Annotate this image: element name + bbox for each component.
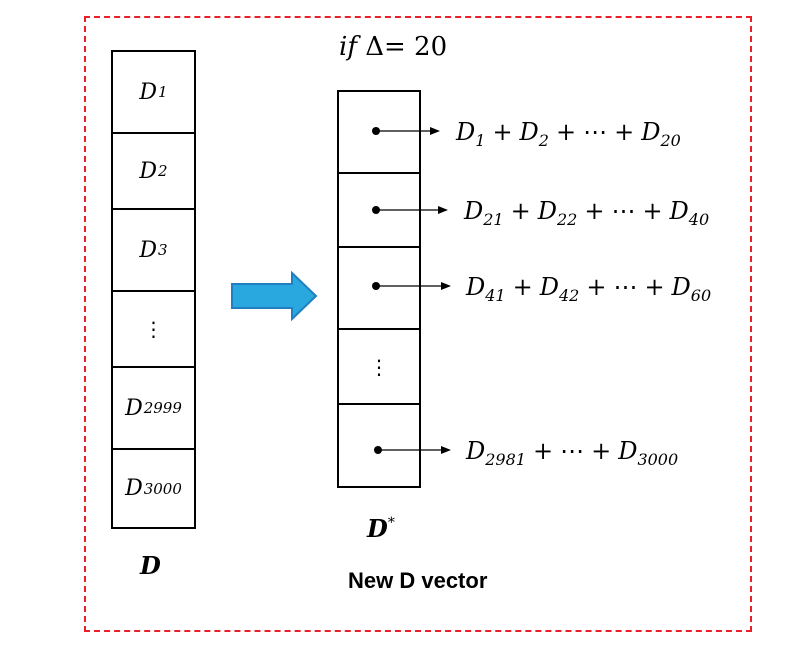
arrowhead-icon [438,206,448,214]
sum-expression-4: D2981+⋯+D3000 [466,437,679,469]
vector-d-star-cell-3 [339,248,419,330]
delta-condition: if Δ= 20 [339,32,448,62]
transform-arrow-icon [231,270,318,322]
vector-d-label: D [140,551,161,580]
vector-d-cell-vdots: ⋮ [113,292,194,368]
pointer-arrows [372,127,451,454]
sum-expression-2: D21+D22+⋯+D40 [464,197,710,229]
sum-expression-1: D1+D2+⋯+D20 [456,118,681,150]
vector-d-star: ⋮ [337,90,421,488]
new-d-vector-title: New D vector [348,568,488,593]
arrowhead-icon [441,446,451,454]
vector-d-star-cell-vdots: ⋮ [339,330,419,405]
arrowhead-icon [430,127,440,135]
vector-d-star-label: D* [367,514,395,543]
vector-d-star-cell-2 [339,174,419,248]
arrowhead-icon [441,282,451,290]
sum-expression-3: D41+D42+⋯+D60 [466,273,712,305]
vector-d-star-cell-1 [339,92,419,174]
dashed-frame [84,16,752,632]
